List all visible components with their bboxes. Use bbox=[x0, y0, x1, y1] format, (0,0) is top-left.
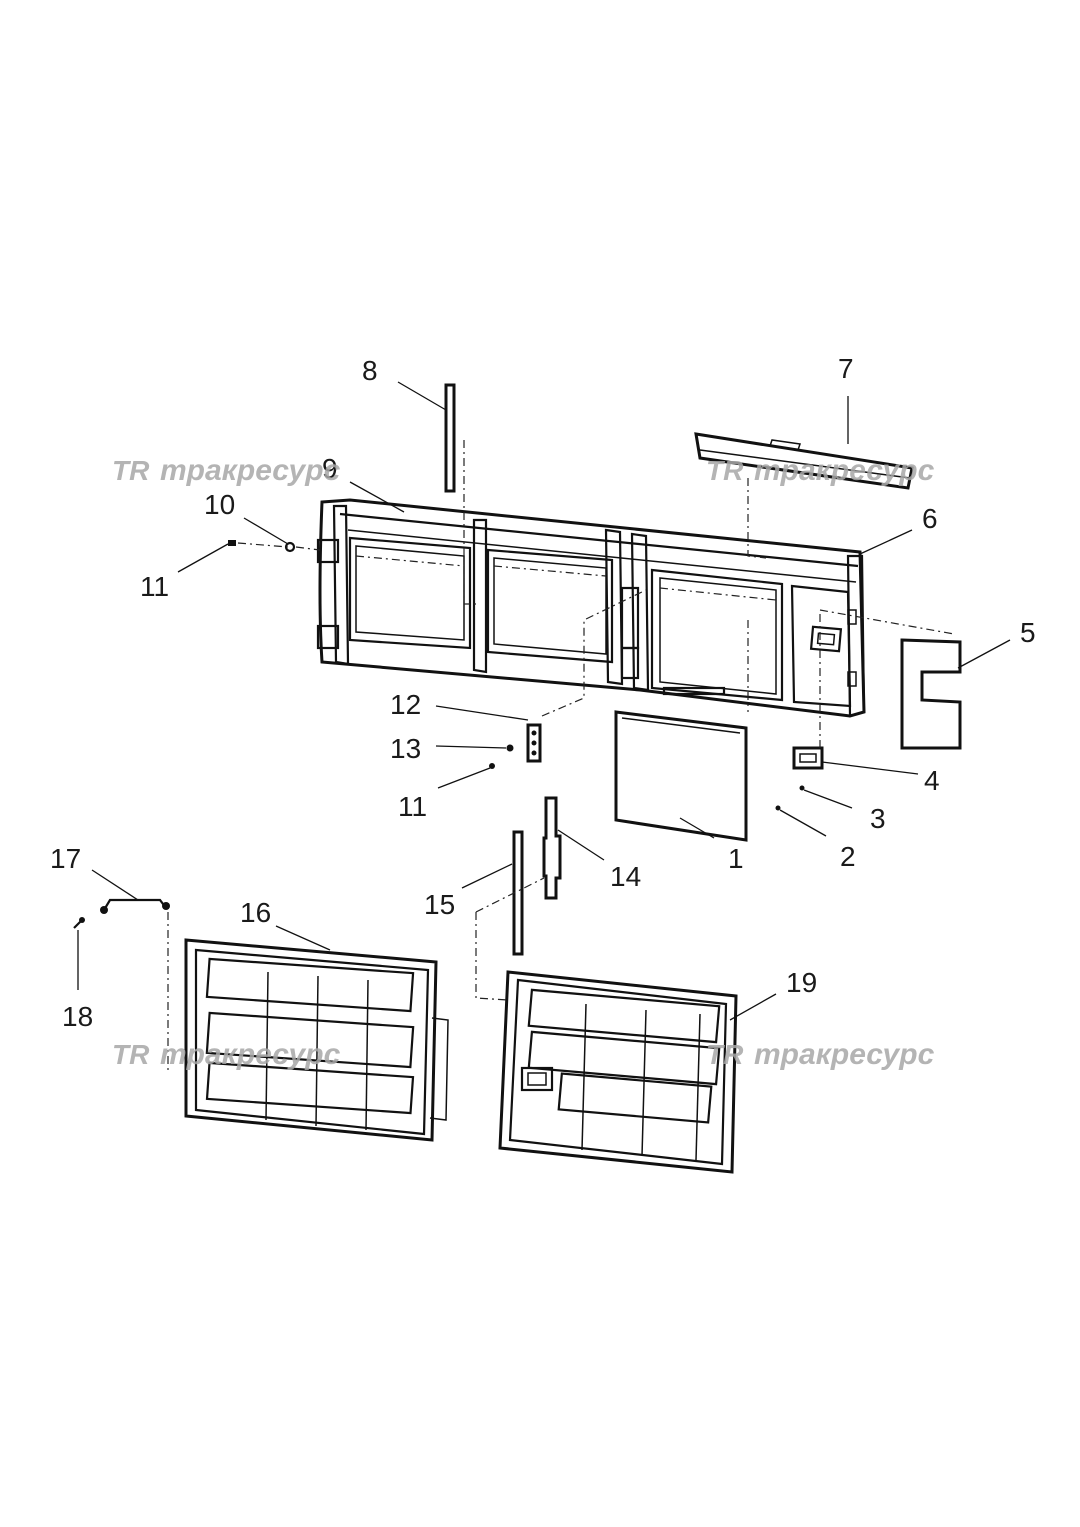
callout-2: 2 bbox=[840, 841, 856, 872]
watermark-bottom-left: TR тракресурс bbox=[112, 1038, 341, 1071]
svg-text:тракресурс: тракресурс bbox=[754, 1038, 935, 1071]
part-17-handle bbox=[100, 898, 170, 914]
part-4-latch bbox=[792, 746, 824, 770]
svg-text:TR: TR bbox=[706, 455, 744, 486]
callout-5: 5 bbox=[1020, 617, 1036, 648]
callout-15: 15 bbox=[424, 889, 455, 920]
callout-10: 10 bbox=[204, 489, 235, 520]
watermark-top-left: TR тракресурс bbox=[112, 454, 341, 487]
callout-13: 13 bbox=[390, 733, 421, 764]
callout-14: 14 bbox=[610, 861, 641, 892]
part-16-left-door bbox=[184, 938, 449, 1142]
leader-lines bbox=[77, 381, 1011, 1021]
callout-7: 7 bbox=[838, 353, 854, 384]
svg-text:тракресурс: тракресурс bbox=[160, 454, 341, 487]
watermark-bottom-right: TR тракресурс bbox=[706, 1038, 935, 1071]
callout-4: 4 bbox=[924, 765, 940, 796]
part-3-screw bbox=[799, 785, 805, 791]
callout-12: 12 bbox=[390, 689, 421, 720]
callout-11-bottom: 11 bbox=[398, 791, 427, 822]
callout-9: 9 bbox=[322, 453, 338, 484]
callout-17: 17 bbox=[50, 843, 81, 874]
part-18-pin bbox=[73, 917, 85, 929]
watermark-top-right: TR тракресурс bbox=[706, 454, 935, 487]
svg-text:TR: TR bbox=[706, 1039, 744, 1070]
svg-text:тракресурс: тракресурс bbox=[754, 454, 935, 487]
svg-text:TR: TR bbox=[112, 455, 150, 486]
callout-18: 18 bbox=[62, 1001, 93, 1032]
callout-1: 1 bbox=[728, 843, 744, 874]
part-8-strip bbox=[444, 383, 456, 493]
part-13-washer bbox=[506, 744, 514, 752]
svg-text:TR: TR bbox=[112, 1039, 150, 1070]
part-11-bolt-lower bbox=[489, 763, 495, 769]
callout-11-top: 11 bbox=[140, 571, 169, 602]
part-19-right-door bbox=[498, 970, 738, 1174]
callout-16: 16 bbox=[240, 897, 271, 928]
main-panel-assembly bbox=[316, 498, 866, 718]
part-2-screw bbox=[775, 805, 781, 811]
callout-6: 6 bbox=[922, 503, 938, 534]
part-7-top-strip bbox=[694, 432, 914, 490]
part-11-bolt-upper bbox=[228, 540, 236, 546]
part-14-seal-strip bbox=[542, 796, 562, 900]
callout-3: 3 bbox=[870, 803, 886, 834]
callout-19: 19 bbox=[786, 967, 817, 998]
svg-text:тракресурс: тракресурс bbox=[160, 1038, 341, 1071]
part-12-bracket bbox=[526, 723, 542, 763]
part-1-glass-pane bbox=[614, 710, 748, 842]
callout-8: 8 bbox=[362, 355, 378, 386]
part-5-seal bbox=[900, 638, 962, 750]
